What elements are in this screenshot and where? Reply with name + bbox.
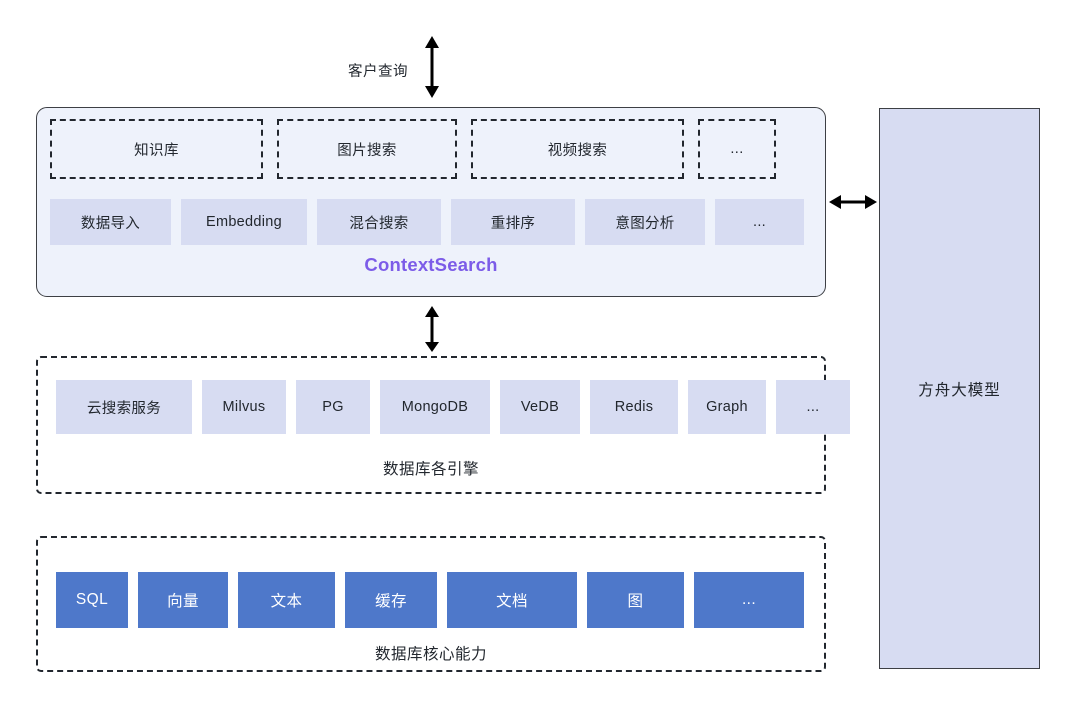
database-engines-group: 云搜索服务 Milvus PG MongoDB VeDB Redis Graph… (36, 356, 850, 494)
engine-label: Redis (614, 399, 654, 415)
scenario-knowledge-base[interactable]: 知识库 (50, 119, 263, 179)
engine-redis[interactable]: Redis (590, 380, 678, 434)
engine-more[interactable]: ... (776, 380, 850, 434)
core-more[interactable]: ... (694, 572, 804, 628)
capability-rerank[interactable]: 重排序 (451, 199, 575, 245)
engine-label: PG (322, 399, 344, 415)
capability-label: 数据导入 (80, 215, 141, 232)
capability-label: 重排序 (490, 215, 536, 232)
core-label: 向量 (167, 593, 199, 610)
double-horizontal-arrow-icon (829, 195, 877, 209)
context-search-panel: 知识库 图片搜索 视频搜索 ... 数据导入 Embedding 混合搜索 (36, 107, 826, 297)
core-graph[interactable]: 图 (587, 572, 684, 628)
scenario-label: 知识库 (134, 142, 179, 159)
core-label: 缓存 (375, 593, 407, 610)
scenario-image-search[interactable]: 图片搜索 (277, 119, 457, 179)
double-vertical-arrow-icon-top (425, 36, 439, 98)
engine-label: Milvus (222, 399, 266, 415)
scenario-label: ... (730, 141, 744, 157)
engine-label: MongoDB (401, 399, 469, 415)
engine-pg[interactable]: PG (296, 380, 370, 434)
engine-row: 云搜索服务 Milvus PG MongoDB VeDB Redis Graph… (56, 380, 850, 434)
engine-label: VeDB (520, 399, 560, 415)
database-engines-label: 数据库各引擎 (382, 461, 479, 478)
core-document[interactable]: 文档 (447, 572, 577, 628)
engine-label: ... (806, 399, 820, 415)
scenario-row: 知识库 图片搜索 视频搜索 ... (50, 119, 812, 179)
capability-embedding[interactable]: Embedding (181, 199, 307, 245)
capability-label: Embedding (205, 214, 283, 230)
core-label: 图 (627, 593, 644, 610)
engine-cloud-search[interactable]: 云搜索服务 (56, 380, 192, 434)
capability-label: ... (753, 214, 766, 230)
capability-hybrid-search[interactable]: 混合搜索 (317, 199, 441, 245)
database-core-label: 数据库核心能力 (374, 646, 487, 663)
capability-label: 意图分析 (615, 215, 675, 232)
core-sql[interactable]: SQL (56, 572, 128, 628)
scenario-label: 视频搜索 (547, 142, 608, 159)
database-core-group: SQL 向量 文本 缓存 文档 图 ... 数据库核心能力 (36, 536, 826, 672)
core-label: ... (741, 591, 757, 608)
core-label: SQL (75, 591, 109, 608)
double-vertical-arrow-icon-mid (425, 306, 439, 352)
engine-graph[interactable]: Graph (688, 380, 766, 434)
core-label: 文本 (270, 593, 303, 610)
customer-query-label: 客户查询 (348, 64, 408, 80)
capability-more[interactable]: ... (715, 199, 804, 245)
core-row: SQL 向量 文本 缓存 文档 图 ... (56, 572, 806, 628)
scenario-label: 图片搜索 (337, 142, 397, 159)
capability-label: 混合搜索 (349, 215, 409, 232)
engine-mongodb[interactable]: MongoDB (380, 380, 490, 434)
capability-row: 数据导入 Embedding 混合搜索 重排序 意图分析 ... (50, 199, 812, 245)
ark-model-panel[interactable]: 方舟大模型 (879, 108, 1040, 669)
core-cache[interactable]: 缓存 (345, 572, 437, 628)
core-vector[interactable]: 向量 (138, 572, 228, 628)
scenario-video-search[interactable]: 视频搜索 (471, 119, 684, 179)
core-label: 文档 (496, 593, 528, 610)
ark-model-label: 方舟大模型 (918, 381, 1001, 399)
engine-milvus[interactable]: Milvus (202, 380, 286, 434)
context-search-title: ContextSearch (364, 254, 498, 275)
engine-label: Graph (706, 399, 748, 415)
core-text[interactable]: 文本 (238, 572, 335, 628)
engine-vedb[interactable]: VeDB (500, 380, 580, 434)
scenario-more[interactable]: ... (698, 119, 776, 179)
capability-data-import[interactable]: 数据导入 (50, 199, 171, 245)
engine-label: 云搜索服务 (87, 400, 161, 417)
capability-intent-analysis[interactable]: 意图分析 (585, 199, 705, 245)
